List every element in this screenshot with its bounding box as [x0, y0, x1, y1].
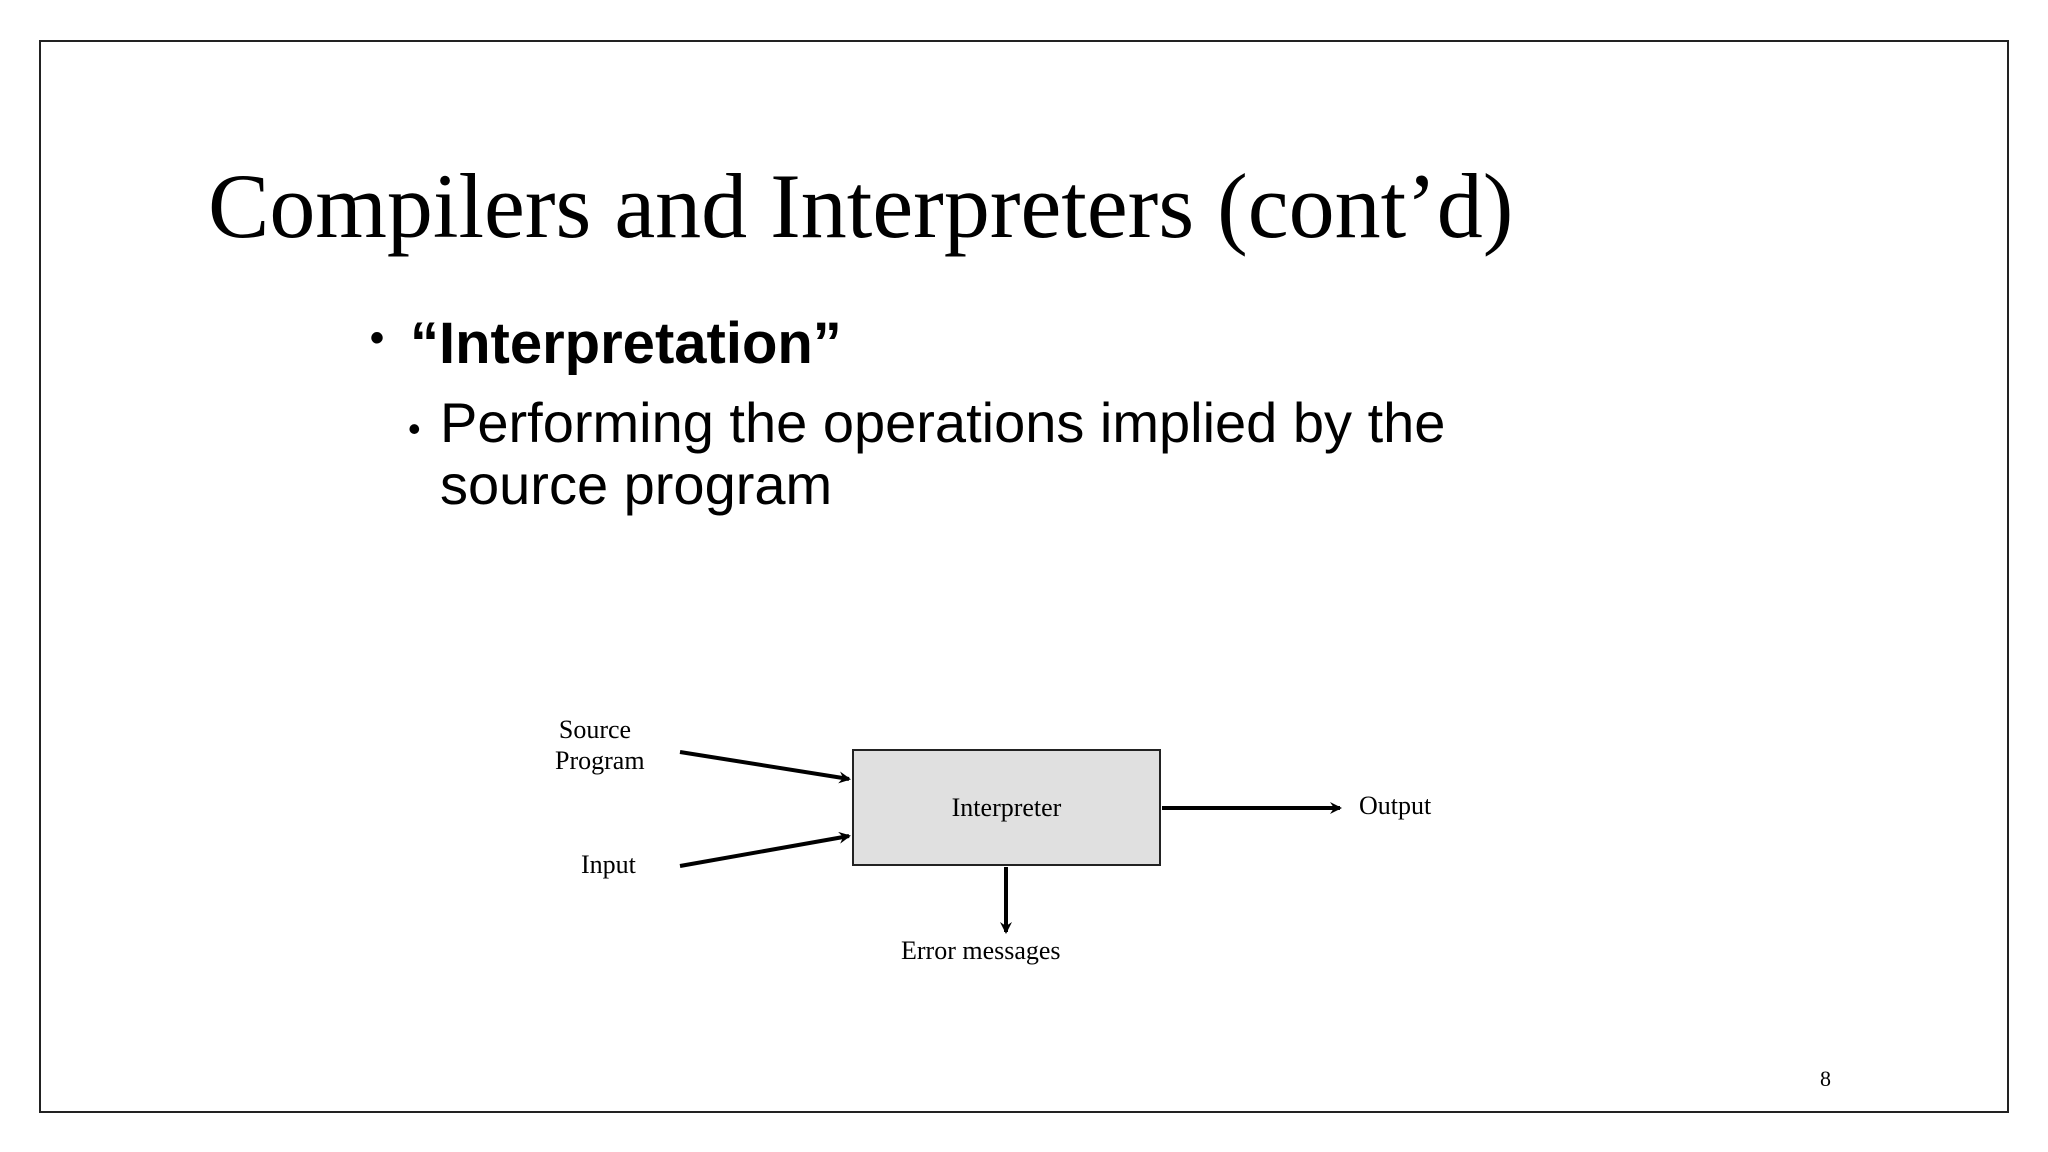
- sub-bullet-performing: • Performing the operations implied by t…: [408, 392, 1608, 516]
- slide-title: Compilers and Interpreters (cont’d): [208, 155, 1514, 257]
- source-program-label: Source Program: [555, 714, 645, 776]
- slide-frame: [39, 40, 2009, 1113]
- interpreter-label: Interpreter: [951, 792, 1062, 822]
- sub-bullet-marker: •: [408, 408, 421, 449]
- source-program-arrow: [679, 750, 851, 784]
- error-messages-label: Error messages: [901, 936, 1061, 965]
- input-label: Input: [581, 850, 636, 879]
- source-label-line1: Source: [558, 715, 632, 744]
- output-label: Output: [1359, 791, 1432, 820]
- source-label-line2: Program: [555, 746, 645, 776]
- bullet-interpretation: •“Interpretation”: [370, 315, 842, 373]
- page-number: 8: [1820, 1066, 1831, 1091]
- sub-bullet-text: Performing the operations implied by the…: [440, 391, 1446, 516]
- interpreter-box: [852, 749, 1161, 866]
- bullet-marker: •: [370, 316, 385, 360]
- input-arrow: [679, 831, 851, 868]
- bullet-text: “Interpretation”: [410, 311, 842, 376]
